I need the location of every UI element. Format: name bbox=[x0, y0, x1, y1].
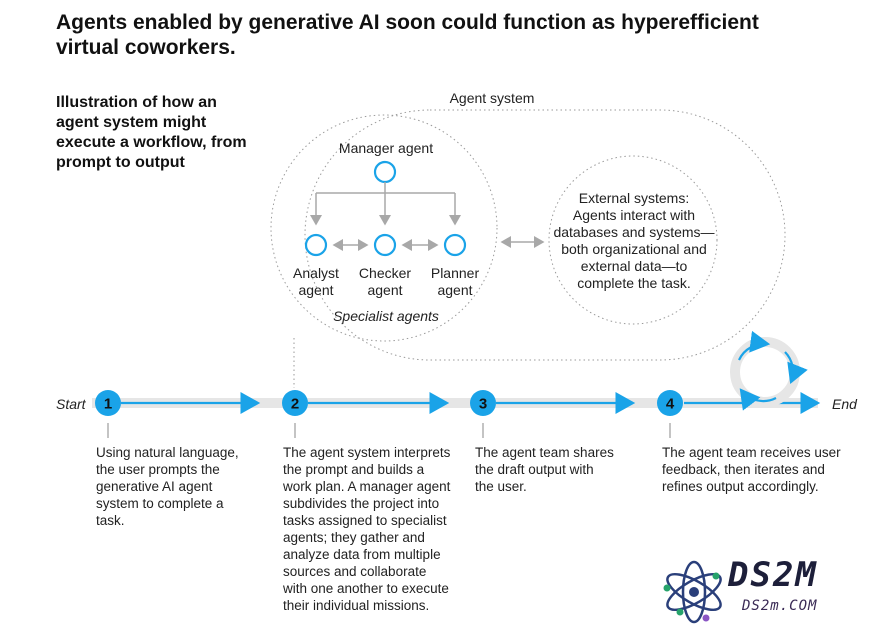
step-2-line: analyze data from multiple bbox=[283, 547, 441, 562]
agent-system-container bbox=[304, 109, 786, 361]
step-1-line: the user prompts the bbox=[96, 462, 220, 477]
start-label: Start bbox=[56, 396, 87, 412]
external-systems-line: external data—to bbox=[581, 258, 688, 274]
step-1-node bbox=[95, 390, 121, 416]
external-systems-line: complete the task. bbox=[577, 275, 691, 291]
step-1-line: generative AI agent bbox=[96, 479, 213, 494]
step-4-description: The agent team receives user feedback, t… bbox=[662, 444, 862, 495]
step-1-line: system to complete a bbox=[96, 496, 224, 511]
subtitle: Illustration of how an agent system migh… bbox=[56, 94, 247, 171]
step-2-line: the prompt and builds a bbox=[283, 462, 425, 477]
checker-agent-node bbox=[373, 233, 397, 257]
end-label: End bbox=[832, 396, 858, 412]
step-2-line: with one another to execute bbox=[283, 581, 449, 596]
external-systems-line: External systems: bbox=[579, 190, 689, 206]
step-2-number: 2 bbox=[291, 396, 299, 413]
step-1-description: Using natural language, the user prompts… bbox=[96, 444, 276, 529]
step-1-line: Using natural language, bbox=[96, 445, 239, 460]
step-4-node bbox=[657, 390, 683, 416]
step-2-description: The agent system interprets the prompt a… bbox=[283, 444, 468, 614]
step-3-line: the user. bbox=[475, 479, 527, 494]
checker-agent-label: Checker bbox=[359, 265, 411, 281]
iteration-cycle-icon bbox=[730, 330, 808, 411]
manager-agent-node bbox=[373, 160, 397, 184]
external-systems-line: databases and systems— bbox=[553, 224, 714, 240]
step-2-line: The agent system interprets bbox=[283, 445, 451, 460]
planner-agent-node bbox=[443, 233, 467, 257]
step-2-line: subdivides the project into bbox=[283, 496, 440, 511]
step-3-description: The agent team shares the draft output w… bbox=[475, 444, 655, 495]
watermark-atom-icon bbox=[663, 560, 722, 624]
page-title: Agents enabled by generative AI soon cou… bbox=[56, 11, 759, 59]
step-2-line: their individual missions. bbox=[283, 598, 430, 613]
external-systems-circle bbox=[548, 155, 718, 325]
analyst-agent-node bbox=[304, 233, 328, 257]
agent-system-label: Agent system bbox=[450, 90, 535, 106]
watermark-logo: DS2M bbox=[728, 555, 818, 595]
step-3-line: the draft output with bbox=[475, 462, 594, 477]
step-4-line: refines output accordingly. bbox=[662, 479, 819, 494]
analyst-agent-label: Analyst bbox=[293, 265, 339, 281]
step-3-line: The agent team shares bbox=[475, 445, 614, 460]
analyst-agent-label-2: agent bbox=[298, 282, 333, 298]
step-1-line: task. bbox=[96, 513, 125, 528]
planner-agent-label-2: agent bbox=[437, 282, 472, 298]
planner-agent-label: Planner bbox=[431, 265, 480, 281]
step-1-number: 1 bbox=[104, 396, 112, 413]
external-systems-line: Agents interact with bbox=[573, 207, 695, 223]
step-2-node bbox=[282, 390, 308, 416]
specialist-group-circle bbox=[270, 114, 498, 342]
manager-agent-label: Manager agent bbox=[339, 140, 433, 156]
step-4-number: 4 bbox=[666, 396, 675, 413]
step-2-line: work plan. A manager agent bbox=[283, 479, 451, 494]
specialist-agents-caption: Specialist agents bbox=[333, 308, 439, 324]
step-2-line: agents; they gather and bbox=[283, 530, 425, 545]
external-systems-line: both organizational and bbox=[561, 241, 707, 257]
step-3-number: 3 bbox=[479, 396, 487, 413]
step-2-line: sources and collaborate bbox=[283, 564, 427, 579]
step-4-line: The agent team receives user bbox=[662, 445, 841, 460]
step-4-line: feedback, then iterates and bbox=[662, 462, 825, 477]
step-3-node bbox=[470, 390, 496, 416]
watermark-url: DS2m.COM bbox=[742, 598, 818, 614]
checker-agent-label-2: agent bbox=[367, 282, 402, 298]
step-2-line: tasks assigned to specialist bbox=[283, 513, 447, 528]
